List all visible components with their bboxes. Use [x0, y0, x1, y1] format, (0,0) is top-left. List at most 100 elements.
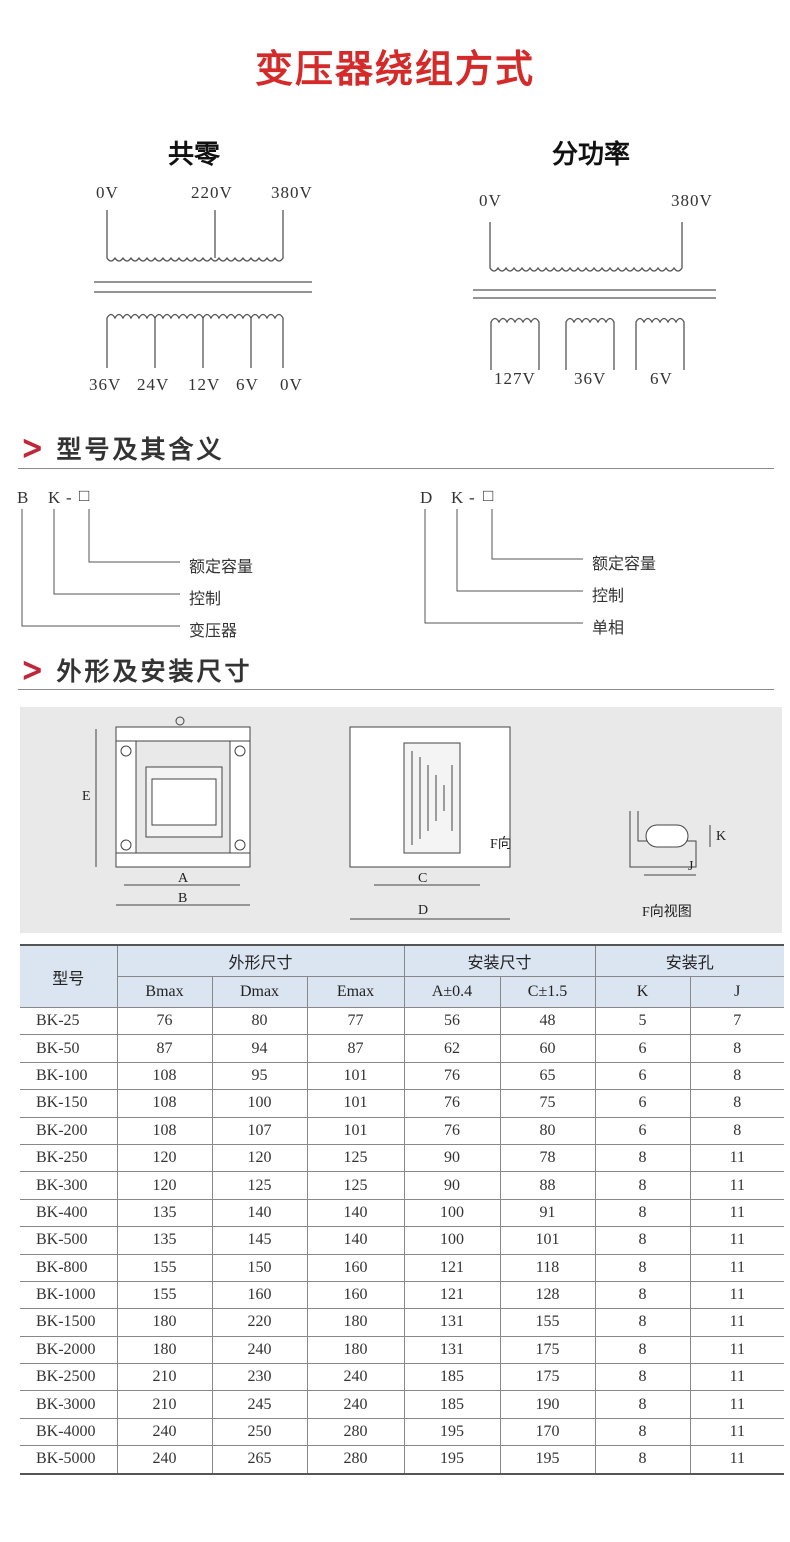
- table-cell: 11: [689, 1171, 785, 1200]
- leader-line: [424, 509, 583, 624]
- table-cell: 150: [211, 1254, 307, 1282]
- table-cell: 140: [306, 1226, 404, 1255]
- table-cell: 125: [211, 1171, 307, 1200]
- table-cell: 160: [211, 1281, 307, 1310]
- front-bottom-plate: [115, 852, 251, 868]
- table-cell: 11: [689, 1418, 785, 1447]
- table-cell: 11: [689, 1363, 785, 1392]
- table-cell: 180: [306, 1308, 404, 1337]
- table-cell: 8: [594, 1390, 691, 1419]
- table-cell: 118: [499, 1254, 596, 1282]
- table-cell: 6: [594, 1034, 691, 1063]
- section-divider: [18, 468, 774, 469]
- dim-label-f-direction: F向: [490, 837, 512, 852]
- front-coil: [151, 778, 217, 826]
- model-char: -: [469, 488, 475, 507]
- sp-primary-label: 380V: [671, 191, 713, 210]
- table-cell: 121: [403, 1254, 500, 1282]
- group-header: 安装尺寸: [403, 944, 596, 977]
- table-cell: 170: [499, 1418, 596, 1447]
- table-cell: 8: [689, 1034, 785, 1063]
- table-cell: 175: [499, 1363, 596, 1392]
- table-cell: 240: [306, 1390, 404, 1419]
- cz-primary-label: 380V: [271, 183, 313, 202]
- model-cell: BK-4000: [20, 1418, 117, 1447]
- model-cell: BK-150: [20, 1089, 117, 1118]
- table-cell: 107: [211, 1117, 307, 1145]
- table-cell: 8: [594, 1308, 691, 1337]
- table-cell: 100: [211, 1089, 307, 1118]
- table-cell: 11: [689, 1254, 785, 1282]
- table-cell: 108: [116, 1062, 212, 1091]
- dim-label-c: C: [418, 871, 428, 886]
- dims-section-header: > 外形及安装尺寸: [18, 650, 253, 690]
- table-cell: 135: [116, 1226, 212, 1255]
- sp-primary-coil: [489, 222, 683, 272]
- table-cell: 280: [306, 1445, 404, 1475]
- table-cell: 101: [306, 1089, 404, 1118]
- meaning-label: 变压器: [189, 621, 238, 640]
- cz-secondary-label: 0V: [280, 375, 303, 394]
- bolt-icon: [120, 839, 132, 851]
- leader-line: [21, 509, 180, 627]
- column-header: A±0.4: [403, 976, 500, 1008]
- cz-secondary-coil: [106, 313, 284, 368]
- table-cell: 190: [499, 1390, 596, 1419]
- sp-secondary-label: 6V: [650, 369, 673, 388]
- table-cell: 48: [499, 1007, 596, 1036]
- table-cell: 76: [403, 1089, 500, 1118]
- table-cell: 101: [499, 1226, 596, 1255]
- table-cell: 11: [689, 1226, 785, 1255]
- table-cell: 78: [499, 1144, 596, 1173]
- table-cell: 11: [689, 1199, 785, 1228]
- common-zero-title: 共零: [168, 140, 221, 170]
- table-cell: 108: [116, 1089, 212, 1118]
- table-cell: 265: [211, 1445, 307, 1475]
- table-cell: 8: [594, 1363, 691, 1392]
- table-cell: 65: [499, 1062, 596, 1091]
- table-cell: 100: [403, 1199, 500, 1228]
- sp-secondary-coil: [565, 317, 615, 370]
- table-cell: 101: [306, 1062, 404, 1091]
- table-cell: 145: [211, 1226, 307, 1255]
- table-cell: 240: [116, 1418, 212, 1447]
- model-cell: BK-400: [20, 1199, 117, 1228]
- meaning-label: 控制: [592, 586, 625, 605]
- table-cell: 180: [306, 1336, 404, 1365]
- table-cell: 240: [306, 1363, 404, 1392]
- dimension-drawing-panel: E A B C D F向 K J F向视图: [20, 707, 782, 933]
- f-view-caption: F向视图: [642, 905, 692, 920]
- table-cell: 8: [594, 1336, 691, 1365]
- table-cell: 180: [116, 1336, 212, 1365]
- model-column-header: 型号: [20, 944, 117, 1008]
- table-cell: 128: [499, 1281, 596, 1310]
- table-cell: 8: [689, 1117, 785, 1145]
- table-cell: 11: [689, 1390, 785, 1419]
- table-cell: 80: [211, 1007, 307, 1036]
- bolt-icon: [234, 745, 246, 757]
- cz-secondary-label: 12V: [188, 375, 221, 394]
- table-cell: 121: [403, 1281, 500, 1310]
- model-leader-lines: [21, 509, 583, 627]
- group-header: 外形尺寸: [116, 944, 404, 977]
- table-cell: 11: [689, 1445, 785, 1475]
- dim-label-a: A: [178, 871, 189, 886]
- dimension-drawings: [95, 716, 711, 920]
- dims-section-title: 外形及安装尺寸: [56, 657, 253, 686]
- table-cell: 6: [594, 1089, 691, 1118]
- table-cell: 8: [594, 1445, 691, 1475]
- table-cell: 120: [116, 1144, 212, 1173]
- cz-secondary-label: 6V: [236, 375, 259, 394]
- model-cell: BK-100: [20, 1062, 117, 1091]
